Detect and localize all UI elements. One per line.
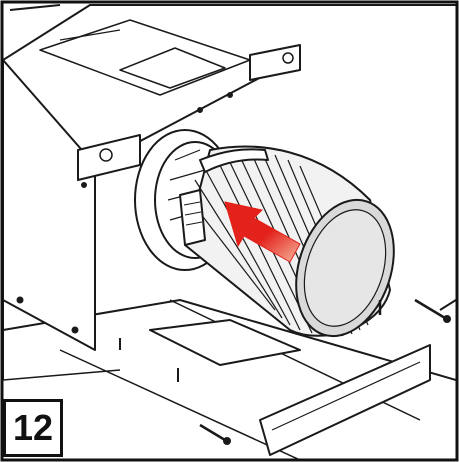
screws (119, 298, 451, 445)
red-push-arrow-icon (224, 201, 301, 263)
step-number-box: 12 (3, 399, 63, 457)
motor-box (3, 4, 456, 351)
step-number: 12 (12, 407, 54, 448)
flexible-duct (179, 145, 395, 338)
hood-top-plate (3, 299, 456, 459)
